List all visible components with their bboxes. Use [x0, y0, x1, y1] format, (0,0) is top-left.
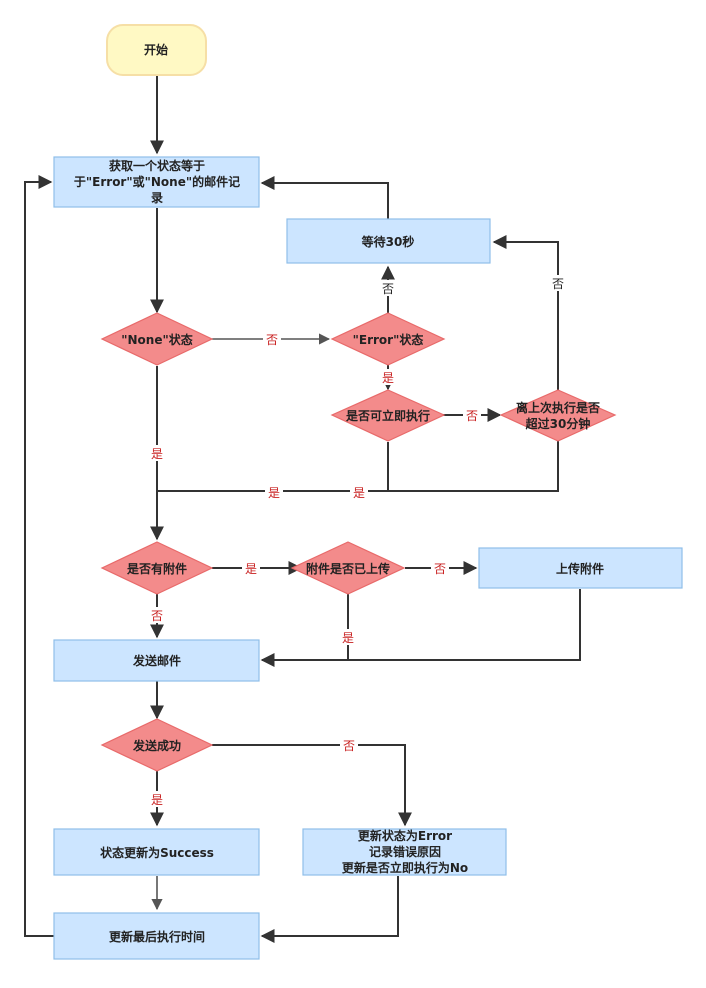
set-error-label-line2: 记录错误原因: [369, 844, 441, 859]
label-none-yes: 是: [151, 447, 163, 461]
label-send-no: 否: [343, 739, 355, 753]
wait-label: 等待30秒: [361, 234, 415, 249]
label-uploaded-yes: 是: [342, 631, 354, 645]
set-error-label-line3: 更新是否立即执行为No: [342, 860, 468, 875]
upload-attachment-label: 上传附件: [556, 561, 604, 576]
send-success-diamond: 发送成功: [100, 718, 214, 772]
set-error-label-line1: 更新状态为Error: [358, 828, 452, 843]
label-error-yes: 是: [382, 371, 394, 385]
can-run-now-label: 是否可立即执行: [345, 408, 430, 423]
label-attach-yes: 是: [245, 562, 257, 576]
upload-attachment-node: 上传附件: [478, 547, 683, 589]
has-attachment-diamond: 是否有附件: [100, 541, 214, 595]
label-canrun-no: 否: [466, 409, 478, 423]
nodes: 开始 获取一个状态等于 于"Error"或"None"的邮件记 录 等待30秒 …: [53, 24, 683, 960]
label-over-no: 否: [552, 277, 564, 291]
start-label: 开始: [144, 42, 168, 57]
fetch-label-line2: 于"Error"或"None"的邮件记: [74, 174, 240, 189]
fetch-label-line1: 获取一个状态等于: [108, 158, 205, 173]
label-none-no: 否: [266, 333, 278, 347]
edge-labels: 否 否 是 否 否 是 是 是 是 否 否 是 否 是: [148, 275, 567, 807]
over-30min-diamond: 离上次执行是否 超过30分钟: [499, 389, 617, 442]
edge-wait-to-fetch: [260, 176, 389, 219]
can-run-now-diamond: 是否可立即执行: [330, 389, 446, 442]
update-time-node: 更新最后执行时间: [53, 912, 260, 960]
error-status-diamond: "Error"状态: [330, 312, 446, 366]
edge-over-to-wait: [492, 235, 559, 390]
label-send-yes: 是: [151, 793, 163, 807]
over-30min-label-line1: 离上次执行是否: [516, 400, 600, 415]
edge-over-down: [388, 441, 559, 492]
label-uploaded-no: 否: [434, 562, 446, 576]
set-error-node: 更新状态为Error 记录错误原因 更新是否立即执行为No: [302, 828, 507, 876]
edge-error-to-update: [260, 876, 399, 943]
edge-canrun-down: [157, 442, 389, 492]
start-node: 开始: [106, 24, 207, 76]
wait-node: 等待30秒: [286, 218, 491, 264]
fetch-record-node: 获取一个状态等于 于"Error"或"None"的邮件记 录: [53, 156, 260, 208]
send-mail-node: 发送邮件: [53, 639, 260, 682]
label-over-yes: 是: [353, 486, 365, 500]
label-attach-no: 否: [151, 609, 163, 623]
edge-upload-to-send: [260, 589, 581, 667]
none-status-label: "None"状态: [121, 332, 192, 347]
edge-ok-to-error: [212, 744, 412, 827]
set-success-label: 状态更新为Success: [100, 845, 214, 860]
error-status-label: "Error"状态: [353, 332, 424, 347]
attachment-uploaded-diamond: 附件是否已上传: [290, 541, 406, 595]
attachment-uploaded-label: 附件是否已上传: [306, 561, 390, 576]
send-success-label: 发送成功: [132, 738, 181, 753]
none-status-diamond: "None"状态: [100, 312, 214, 366]
edge-update-to-fetch: [24, 175, 54, 937]
label-error-no: 否: [382, 282, 394, 296]
update-time-label: 更新最后执行时间: [109, 929, 205, 944]
label-canrun-yes: 是: [268, 486, 280, 500]
set-success-node: 状态更新为Success: [53, 828, 260, 876]
fetch-label-line3: 录: [151, 191, 163, 205]
send-mail-label: 发送邮件: [132, 653, 181, 668]
has-attachment-label: 是否有附件: [126, 561, 187, 576]
over-30min-label-line2: 超过30分钟: [525, 416, 591, 431]
